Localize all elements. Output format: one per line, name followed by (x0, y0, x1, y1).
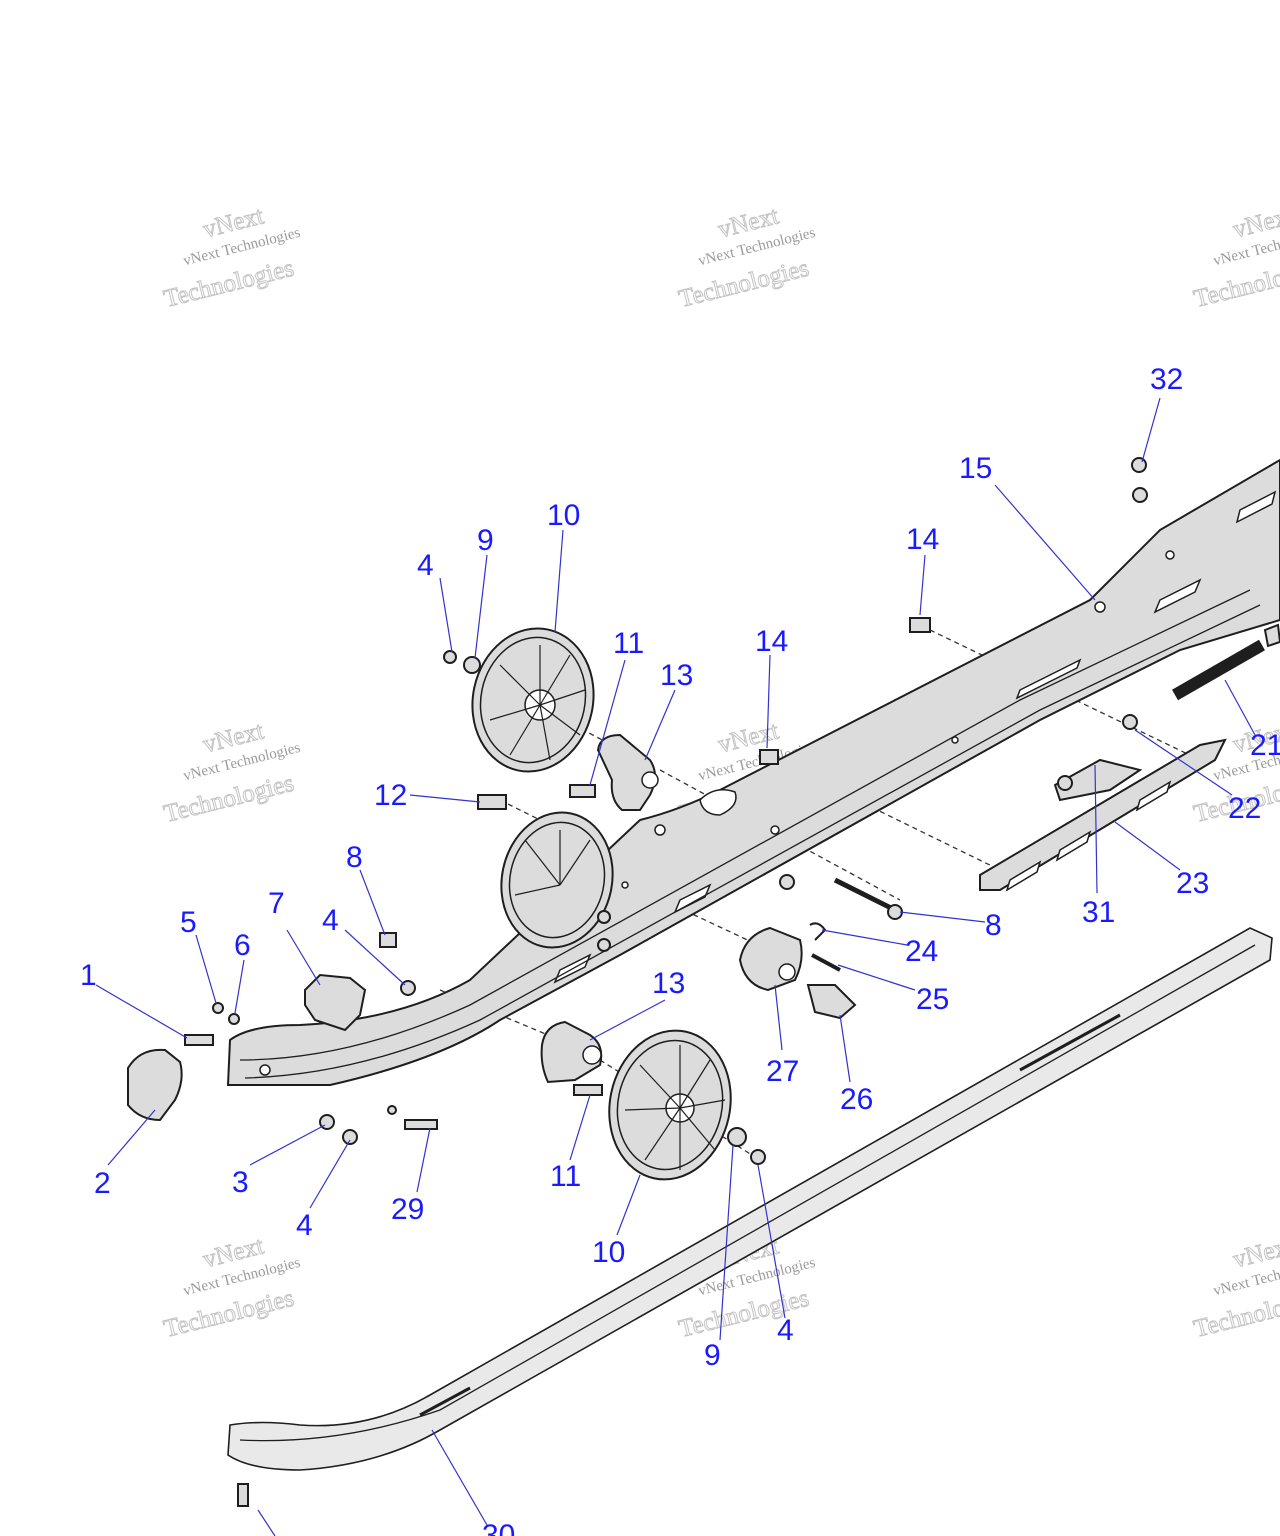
axle-bracket-upper (596, 733, 659, 811)
leader-lines (95, 397, 1256, 1536)
watermark-line-2: vNext (1230, 202, 1280, 243)
callout-12: 12 (374, 779, 407, 812)
callout-4: 4 (296, 1209, 313, 1242)
fasteners (184, 457, 1148, 1507)
callout-24: 24 (905, 935, 938, 968)
callout-31: 31 (1082, 896, 1115, 929)
callout-29: 29 (391, 1193, 424, 1226)
callout-8: 8 (346, 841, 363, 874)
callout-22: 22 (1228, 792, 1261, 825)
callout-9: 9 (704, 1339, 721, 1372)
callout-13: 13 (660, 659, 693, 692)
callout-30: 30 (482, 1519, 515, 1536)
callout-4: 4 (322, 904, 339, 937)
callout-8: 8 (985, 909, 1002, 942)
callout-10: 10 (547, 499, 580, 532)
watermark: vNext vNext Technologies Technologies (676, 202, 818, 314)
callout-14: 14 (755, 625, 788, 658)
callout-13: 13 (652, 967, 685, 1000)
callout-5: 5 (180, 906, 197, 939)
callout-1: 1 (80, 959, 97, 992)
scraper-bracket (979, 738, 1227, 892)
watermark-line-3: Technologies (161, 255, 297, 313)
callout-10: 10 (592, 1236, 625, 1269)
callout-26: 26 (840, 1083, 873, 1116)
rail-tip-cap (127, 1048, 183, 1122)
callout-32: 32 (1150, 363, 1183, 396)
callout-27: 27 (766, 1055, 799, 1088)
watermark-line-3: Technologies (676, 255, 812, 313)
callout-9: 9 (477, 524, 494, 557)
watermark: vNext vNext Technologies Technologies (161, 1232, 303, 1344)
watermark-line-2: vNext (1230, 1232, 1280, 1273)
wheel-middle (500, 811, 614, 949)
shaft (1172, 623, 1280, 701)
callout-21: 21 (1250, 729, 1280, 762)
watermark: vNext vNext Technologies Technologies (161, 202, 303, 314)
watermark: vNext vNext Technologies Technologies (161, 717, 303, 829)
callout-11: 11 (613, 627, 644, 660)
axle-bracket-lower (540, 1020, 603, 1084)
callout-11: 11 (550, 1160, 581, 1193)
stopper-block (304, 973, 367, 1032)
callout-2: 2 (94, 1167, 111, 1200)
callout-23: 23 (1176, 867, 1209, 900)
callout-14: 14 (906, 523, 939, 556)
watermark: vNext vNext Technologies Technologies (1191, 202, 1280, 314)
lower-slide (227, 927, 1273, 1471)
callout-6: 6 (234, 929, 251, 962)
watermark: vNext vNext Technologies Technologies (1191, 1232, 1280, 1344)
wheel-upper (471, 627, 595, 773)
callout-3: 3 (232, 1166, 249, 1199)
watermark-line-3: Technologies (161, 1285, 297, 1343)
wheel-lower (608, 1029, 732, 1181)
watermark-line-3: Technologies (161, 770, 297, 828)
callout-4: 4 (777, 1314, 794, 1347)
callout-labels: 1 2 3 4 4 4 4 5 6 7 8 8 9 9 10 10 11 11 … (80, 363, 1280, 1536)
callout-4: 4 (417, 549, 434, 582)
pivot-bracket-27 (738, 926, 803, 992)
callout-7: 7 (268, 887, 285, 920)
callout-25: 25 (916, 983, 949, 1016)
bushing-26 (806, 984, 857, 1020)
callout-15: 15 (959, 452, 992, 485)
